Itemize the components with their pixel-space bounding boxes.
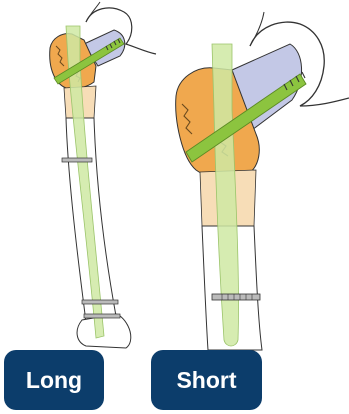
short-locking-screw [212,294,260,300]
long-label: Long [4,350,104,410]
long-locking-screw-2 [82,300,118,304]
short-nail-figure [176,12,349,350]
long-nail-figure [50,2,156,348]
short-label: Short [151,350,262,410]
long-locking-screw-1 [62,158,92,162]
long-locking-screw-3 [84,314,120,318]
long-pelvis-line [86,2,100,22]
